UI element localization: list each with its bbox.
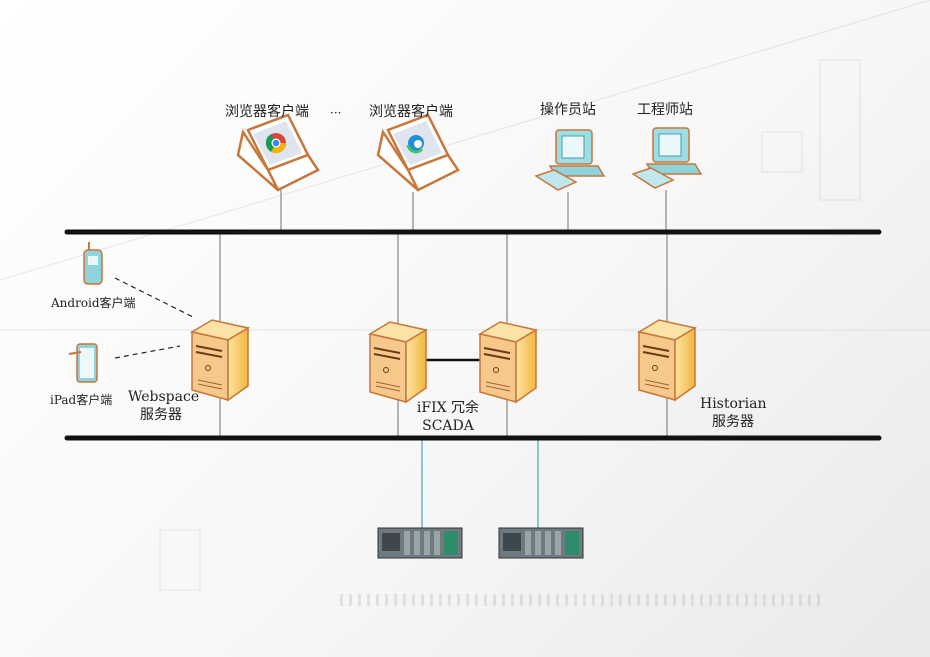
label-android-client: Android客户端 bbox=[51, 296, 136, 310]
label-operator-station: 操作员站 bbox=[540, 102, 596, 118]
label-webspace-server: Webspace 服务器 bbox=[128, 388, 200, 424]
background-circuit-decoration bbox=[0, 0, 930, 606]
engineer-workstation bbox=[632, 127, 702, 189]
label-webspace-line2: 服务器 bbox=[140, 407, 182, 423]
laptop-browser-client-1 bbox=[236, 113, 320, 192]
label-ifix-line2: SCADA bbox=[422, 418, 474, 434]
label-ifix-line1: iFIX 冗余 bbox=[416, 400, 480, 416]
scada-server-1-icon bbox=[369, 321, 427, 403]
ipad-wireless-link bbox=[114, 345, 181, 359]
label-historian-line1: Historian bbox=[700, 396, 767, 412]
label-historian-server: Historian 服务器 bbox=[700, 395, 766, 431]
ipad-tablet-icon bbox=[68, 343, 98, 383]
label-ipad-client: iPad客户端 bbox=[50, 393, 113, 407]
edge-icon bbox=[406, 135, 424, 154]
label-browser-client-2: 浏览器客户端 bbox=[369, 104, 453, 120]
label-engineer-station: 工程师站 bbox=[637, 102, 693, 118]
historian-server-icon bbox=[638, 319, 696, 401]
plc-2-icon bbox=[498, 527, 584, 559]
label-historian-line2: 服务器 bbox=[712, 414, 754, 430]
plc-1-icon bbox=[377, 527, 463, 559]
chrome-icon bbox=[265, 133, 287, 154]
android-wireless-link bbox=[114, 277, 196, 319]
label-webspace-line1: Webspace bbox=[128, 389, 200, 405]
operator-workstation bbox=[535, 129, 605, 191]
label-ellipsis: ··· bbox=[330, 106, 342, 120]
label-browser-client-1: 浏览器客户端 bbox=[225, 104, 309, 120]
label-ifix-scada: iFIX 冗余 SCADA bbox=[414, 399, 482, 435]
android-phone-icon bbox=[83, 242, 103, 285]
laptop-browser-client-2 bbox=[376, 113, 460, 192]
webspace-server-icon bbox=[191, 319, 249, 401]
scada-server-2-icon bbox=[479, 321, 537, 403]
